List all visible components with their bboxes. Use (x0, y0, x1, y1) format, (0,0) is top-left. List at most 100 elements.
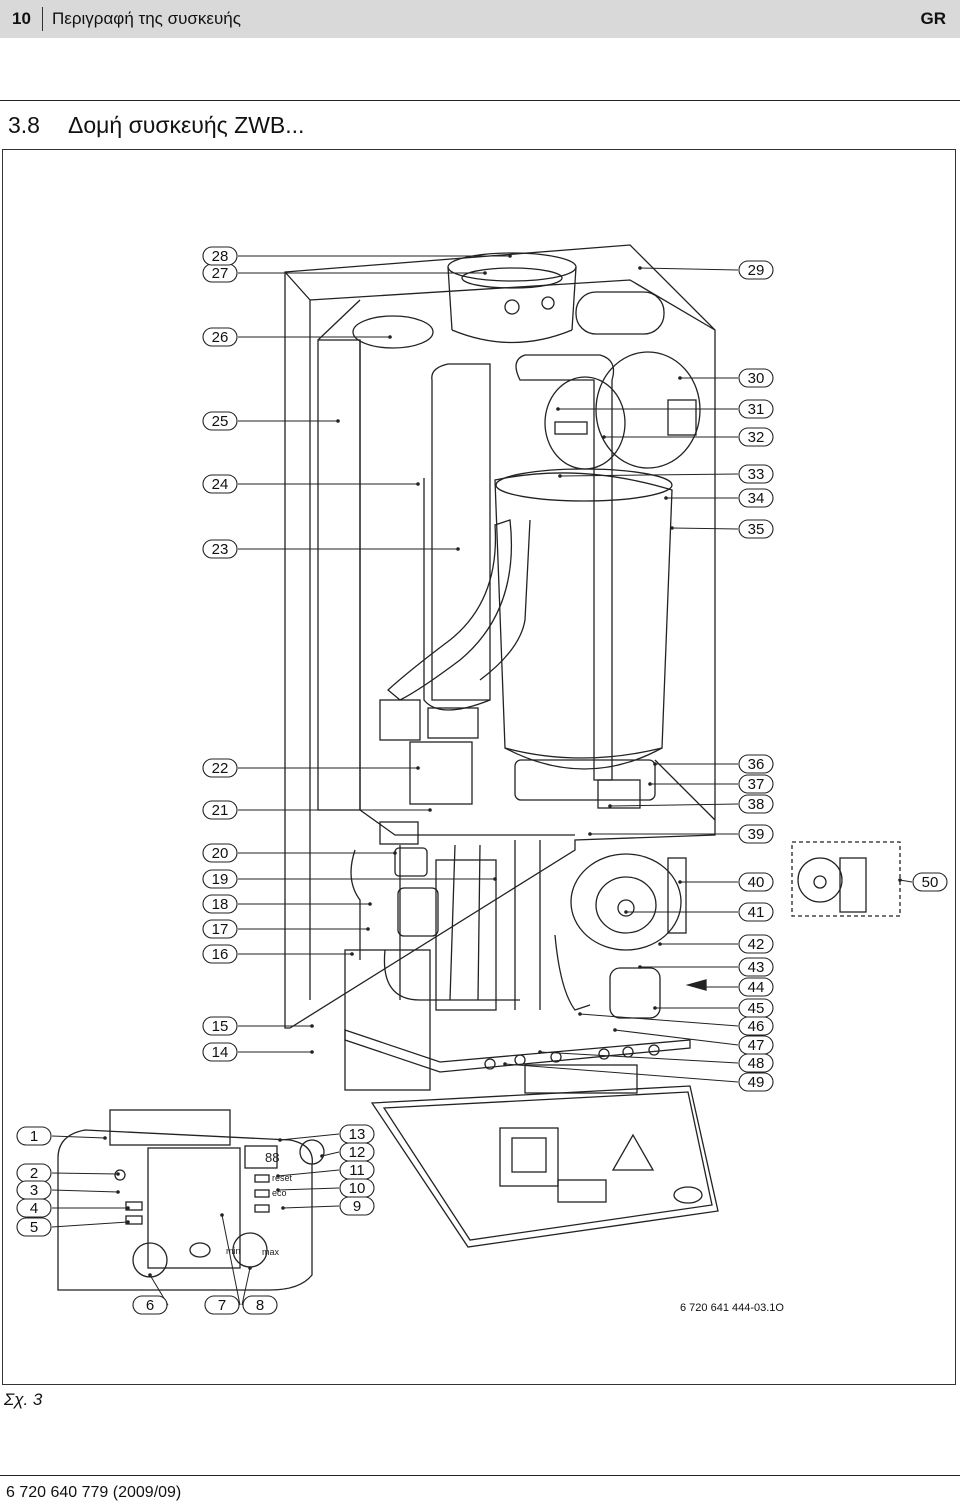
callout-point-9 (281, 1206, 285, 1210)
callout-bubble-30 (738, 368, 774, 388)
callout-point-45 (653, 1006, 657, 1010)
callout-point-44 (698, 985, 702, 989)
callout-point-46 (578, 1012, 582, 1016)
callout-point-6 (148, 1273, 152, 1277)
callout-label-15: 15 (212, 1018, 229, 1035)
callout-label-30: 30 (748, 370, 765, 387)
callout-label-3: 3 (30, 1182, 38, 1199)
callout-label-47: 47 (748, 1037, 765, 1054)
callout-label-7: 7 (218, 1297, 226, 1314)
fan-motor (544, 376, 626, 470)
callout-leader-47 (614, 1029, 739, 1046)
electronics-box (370, 1085, 719, 1248)
siphon-grid (597, 779, 641, 809)
connection-rail (344, 1029, 691, 1073)
callout-bubble-36 (738, 754, 774, 774)
callout-bubble-16 (202, 944, 238, 964)
callout-point-23 (456, 547, 460, 551)
callout-label-14: 14 (212, 1044, 229, 1061)
callout-point-40 (678, 880, 682, 884)
callout-label-29: 29 (748, 262, 765, 279)
callout-bubble-40 (738, 872, 774, 892)
riser-pipe (515, 354, 615, 781)
condensate-trap-top (514, 759, 656, 801)
callout-leader-3 (51, 1189, 119, 1193)
callout-bubble-42 (738, 934, 774, 954)
callout-point-42 (658, 942, 662, 946)
callout-label-48: 48 (748, 1055, 765, 1072)
callout-label-27: 27 (212, 265, 229, 282)
callout-point-2 (116, 1172, 120, 1176)
callout-label-19: 19 (212, 871, 229, 888)
callout-point-13 (278, 1138, 282, 1142)
callout-point-39 (588, 832, 592, 836)
callout-bubble-28 (202, 246, 238, 266)
callout-bubble-18 (202, 894, 238, 914)
callout-bubble-24 (202, 474, 238, 494)
callout-bubble-22 (202, 758, 238, 778)
figure-frame (2, 149, 956, 1385)
callout-leader-46 (579, 1013, 739, 1027)
air-duct (431, 363, 491, 701)
callout-point-50 (898, 878, 902, 882)
callout-label-12: 12 (349, 1144, 366, 1161)
callout-leader-7 (221, 1214, 241, 1306)
callout-point-47 (613, 1028, 617, 1032)
left-wall (317, 339, 361, 811)
callout-point-25 (336, 419, 340, 423)
callout-leader-1 (51, 1135, 106, 1139)
callout-leader-48 (539, 1051, 739, 1064)
callout-bubble-14 (202, 1042, 238, 1062)
callout-point-10 (276, 1188, 280, 1192)
callout-bubble-1 (16, 1126, 52, 1146)
knob-heating (132, 1242, 168, 1278)
page-footer: 6 720 640 779 (2009/09) (0, 1475, 960, 1506)
callout-bubble-19 (202, 869, 238, 889)
panel-cover (147, 1147, 241, 1269)
header-divider (42, 7, 43, 31)
callout-point-22 (416, 766, 420, 770)
callout-point-7 (220, 1213, 224, 1217)
callout-leader-50 (899, 879, 913, 883)
callout-label-4: 4 (30, 1200, 38, 1217)
callout-label-46: 46 (748, 1018, 765, 1035)
callout-bubble-37 (738, 774, 774, 794)
callout-bubble-48 (738, 1053, 774, 1073)
figure-code: 6 720 641 444-03.1O (680, 1302, 784, 1314)
callout-point-48 (538, 1050, 542, 1054)
callout-bubble-23 (202, 539, 238, 559)
callout-label-42: 42 (748, 936, 765, 953)
warning-triangle (611, 1133, 655, 1171)
callout-point-38 (608, 804, 612, 808)
reset-label: reset (272, 1173, 293, 1183)
callout-label-8: 8 (256, 1297, 264, 1314)
callout-point-1 (103, 1136, 107, 1140)
callout-leader-35 (671, 527, 739, 530)
callout-point-20 (393, 851, 397, 855)
callout-point-33 (558, 474, 562, 478)
heat-exchanger (494, 472, 673, 759)
callout-leader-5 (51, 1221, 129, 1228)
callout-point-21 (428, 808, 432, 812)
pump-body (570, 853, 682, 951)
callout-bubble-21 (202, 800, 238, 820)
callout-label-45: 45 (748, 1000, 765, 1017)
fan-housing (595, 351, 701, 469)
callout-label-11: 11 (349, 1162, 365, 1179)
callout-bubble-29 (738, 260, 774, 280)
callout-label-36: 36 (748, 756, 765, 773)
page-number: 10 (12, 9, 31, 28)
callout-label-37: 37 (748, 776, 765, 793)
callout-bubble-7 (204, 1295, 240, 1315)
page-header: 10 Περιγραφή της συσκευής GR (0, 0, 960, 38)
language-code: GR (920, 9, 947, 28)
callout-bubble-31 (738, 399, 774, 419)
callout-bubble-35 (738, 519, 774, 539)
callout-label-6: 6 (146, 1297, 154, 1314)
callout-point-3 (116, 1190, 120, 1194)
callout-point-41 (624, 910, 628, 914)
section-title: Δομή συσκευής ZWB... (68, 112, 305, 138)
callout-bubble-5 (16, 1217, 52, 1237)
